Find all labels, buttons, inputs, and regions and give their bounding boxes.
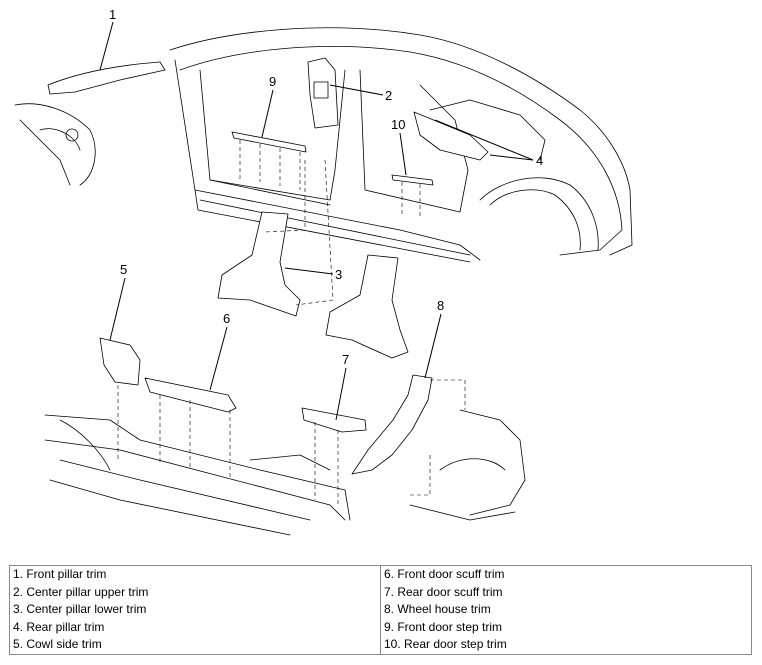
rear-body-lower <box>409 409 526 521</box>
cowl-side-trim <box>99 337 141 386</box>
wheel-house-trim <box>351 374 433 475</box>
parts-legend-table: 1. Front pillar trim 6. Front door scuff… <box>9 564 752 655</box>
legend-row: 3. Center pillar lower trim 8. Wheel hou… <box>9 601 752 619</box>
legend-item: 2. Center pillar upper trim <box>9 583 381 602</box>
callout-10: 10 <box>391 117 405 132</box>
rear-pillar-trim <box>413 111 489 161</box>
legend-item: 6. Front door scuff trim <box>380 564 752 584</box>
legend-item: 7. Rear door scuff trim <box>380 583 752 602</box>
callout-4: 4 <box>536 153 543 168</box>
callout-3: 3 <box>335 267 342 282</box>
callout-6: 6 <box>223 311 230 326</box>
legend-item: 9. Front door step trim <box>380 618 752 637</box>
front-door-step-trim <box>231 131 307 153</box>
callout-7: 7 <box>342 352 349 367</box>
callout-1: 1 <box>109 7 116 22</box>
front-pillar-trim <box>47 61 166 95</box>
legend-item: 8. Wheel house trim <box>380 601 752 619</box>
legend-item: 1. Front pillar trim <box>9 564 381 584</box>
legend-item: 4. Rear pillar trim <box>9 618 381 637</box>
rear-door-step-trim <box>391 174 434 186</box>
legend-item: 5. Cowl side trim <box>9 636 381 655</box>
leader-lines <box>99 21 534 421</box>
dashboard-fragment <box>14 103 96 186</box>
center-pillar-upper-belt-slot <box>313 81 329 99</box>
legend-row: 4. Rear pillar trim 9. Front door step t… <box>9 618 752 637</box>
legend-row: 5. Cowl side trim 10. Rear door step tri… <box>9 636 752 655</box>
car-body-frame <box>169 27 633 263</box>
legend-row: 2. Center pillar upper trim 7. Rear door… <box>9 583 752 602</box>
legend-item: 3. Center pillar lower trim <box>9 601 381 619</box>
legend-item: 10. Rear door step trim <box>380 636 752 655</box>
callout-5: 5 <box>120 262 127 277</box>
center-pillar-lower-trim-right <box>325 254 409 359</box>
callout-labels: 1 2 3 4 5 6 7 8 9 10 <box>109 7 543 367</box>
rear-door-scuff-trim <box>301 407 367 433</box>
callout-2: 2 <box>385 88 392 103</box>
callout-9: 9 <box>269 74 276 89</box>
legend-row: 1. Front pillar trim 6. Front door scuff… <box>9 564 752 584</box>
floor-sill <box>44 414 351 536</box>
center-pillar-upper-trim <box>307 57 339 129</box>
installation-guides <box>117 140 466 505</box>
callout-8: 8 <box>437 298 444 313</box>
trim-exploded-diagram: 1 2 3 4 5 6 7 8 9 10 <box>14 7 633 536</box>
center-pillar-lower-trim <box>217 211 301 317</box>
front-door-scuff-trim <box>144 377 237 413</box>
